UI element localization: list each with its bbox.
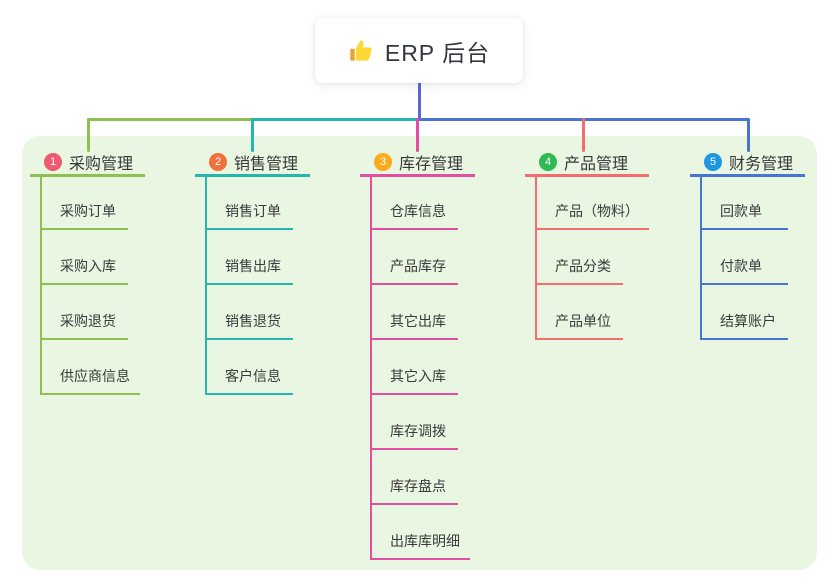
- branch-number-badge: 5: [704, 153, 722, 171]
- branch-title: 销售管理: [234, 156, 299, 173]
- branch-children: 销售订单销售出库销售退货客户信息: [205, 177, 293, 395]
- child-node[interactable]: 产品（物料）: [537, 177, 649, 230]
- connector-line: [251, 118, 254, 152]
- branch-title: 库存管理: [399, 156, 464, 173]
- branch-children: 仓库信息产品库存其它出库其它入库库存调拨库存盘点出库库明细: [370, 177, 470, 560]
- thumbs-up-icon: [348, 37, 375, 64]
- child-node[interactable]: 客户信息: [207, 340, 293, 395]
- connector-line: [747, 118, 750, 152]
- branch-node-5[interactable]: 5 财务管理: [690, 150, 806, 177]
- branch-node-3[interactable]: 3 库存管理: [360, 150, 476, 177]
- branches-panel: [22, 136, 817, 570]
- root-title: ERP 后台: [384, 39, 491, 66]
- child-node[interactable]: 库存调拨: [372, 395, 458, 450]
- connector-line: [582, 118, 585, 152]
- child-node[interactable]: 其它入库: [372, 340, 458, 395]
- child-node[interactable]: 销售订单: [207, 177, 293, 230]
- branch-1: 1 采购管理采购订单采购入库采购退货供应商信息: [30, 150, 146, 395]
- branch-number-badge: 2: [209, 153, 227, 171]
- branch-node-1[interactable]: 1 采购管理: [30, 150, 146, 177]
- branch-node-2[interactable]: 2 销售管理: [195, 150, 311, 177]
- child-node[interactable]: 采购订单: [42, 177, 128, 230]
- child-node[interactable]: 产品分类: [537, 230, 623, 285]
- child-node[interactable]: 库存盘点: [372, 450, 458, 505]
- connector-line: [416, 118, 419, 152]
- branch-number-badge: 1: [44, 153, 62, 171]
- branch-2: 2 销售管理销售订单销售出库销售退货客户信息: [195, 150, 311, 395]
- branch-node-4[interactable]: 4 产品管理: [525, 150, 649, 177]
- root-node[interactable]: ERP 后台: [315, 18, 523, 83]
- branch-title: 财务管理: [729, 156, 794, 173]
- child-node[interactable]: 出库库明细: [372, 505, 470, 560]
- child-node[interactable]: 回款单: [702, 177, 788, 230]
- connector-line: [87, 118, 90, 152]
- branch-children: 回款单付款单结算账户: [700, 177, 788, 340]
- child-node[interactable]: 采购退货: [42, 285, 128, 340]
- child-node[interactable]: 仓库信息: [372, 177, 458, 230]
- child-node[interactable]: 供应商信息: [42, 340, 140, 395]
- child-node[interactable]: 销售出库: [207, 230, 293, 285]
- child-node[interactable]: 产品库存: [372, 230, 458, 285]
- branch-title: 采购管理: [69, 156, 134, 173]
- child-node[interactable]: 产品单位: [537, 285, 623, 340]
- branch-children: 采购订单采购入库采购退货供应商信息: [40, 177, 140, 395]
- branch-3: 3 库存管理仓库信息产品库存其它出库其它入库库存调拨库存盘点出库库明细: [360, 150, 476, 560]
- branch-children: 产品（物料）产品分类产品单位: [535, 177, 649, 340]
- branch-title: 产品管理: [564, 156, 629, 173]
- child-node[interactable]: 结算账户: [702, 285, 788, 340]
- child-node[interactable]: 采购入库: [42, 230, 128, 285]
- connector-line: [418, 82, 421, 121]
- child-node[interactable]: 付款单: [702, 230, 788, 285]
- child-node[interactable]: 销售退货: [207, 285, 293, 340]
- branch-4: 4 产品管理产品（物料）产品分类产品单位: [525, 150, 649, 340]
- branch-5: 5 财务管理回款单付款单结算账户: [690, 150, 806, 340]
- connector-line: [251, 118, 420, 121]
- child-node[interactable]: 其它出库: [372, 285, 458, 340]
- branch-number-badge: 3: [374, 153, 392, 171]
- branch-number-badge: 4: [539, 153, 557, 171]
